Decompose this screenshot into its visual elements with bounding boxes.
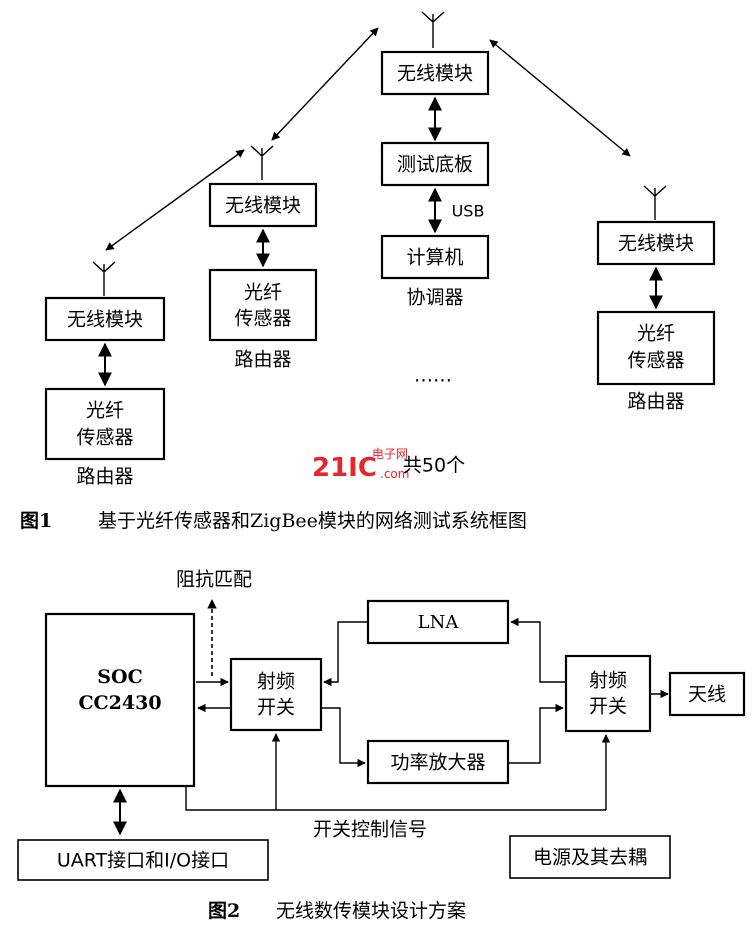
- lna-label: LNA: [418, 612, 460, 633]
- uart-io-label: UART接口和I/O接口: [57, 850, 229, 872]
- watermark-sub: 电子网: [372, 447, 408, 461]
- wireless-link-arrow: [271, 27, 379, 141]
- rx-path-to-switch: [323, 621, 368, 687]
- router-left-wireless-label: 无线模块: [67, 309, 143, 331]
- rf-switch-right-line1: 射频: [589, 670, 627, 692]
- tx-path-to-pa: [321, 707, 366, 768]
- antenna-icon: [250, 145, 274, 180]
- figure2-caption-text: 无线数传模块设计方案: [276, 900, 466, 922]
- power-amplifier-box: [366, 739, 510, 785]
- soc-line2: CC2430: [78, 692, 161, 714]
- antenna-label: 天线: [688, 684, 726, 706]
- rf-switch-right-line2: 开关: [589, 696, 627, 718]
- test-board-label: 测试底板: [397, 154, 473, 176]
- rf-switch-left-line2: 开关: [257, 697, 295, 719]
- wireless-link-arrow: [105, 149, 245, 251]
- router-left-wireless-module: [44, 296, 166, 342]
- soc-line1: SOC: [97, 666, 142, 688]
- wireless-link-arrow: [489, 39, 631, 157]
- rf-switch-right: [564, 654, 652, 733]
- rf-switch-left: [229, 657, 323, 732]
- impedance-matching-label: 阻抗匹配: [176, 569, 252, 591]
- rf-switch-left-line1: 射频: [257, 671, 295, 693]
- tx-path-to-switch: [508, 703, 564, 764]
- figure2-caption-label: 图2: [208, 900, 240, 922]
- router-mid-label: 路由器: [234, 349, 291, 371]
- watermark-logo: 21IC: [312, 453, 377, 483]
- computer-label: 计算机: [406, 247, 463, 269]
- router-right-sensor-line2: 传感器: [627, 350, 684, 372]
- antenna-icon: [92, 261, 116, 296]
- antenna-icon: [643, 185, 667, 220]
- router-left-sensor-box: [44, 387, 166, 461]
- usb-label: USB: [452, 202, 485, 221]
- switch-control-bus: [185, 786, 606, 811]
- figure1-caption-text: 基于光纤传感器和ZigBee模块的网络测试系统框图: [98, 510, 527, 532]
- coordinator-wireless-label: 无线模块: [397, 63, 473, 85]
- router-left-label: 路由器: [76, 466, 133, 488]
- figure1: 无线模块 测试底板 USB 计算机 协调器 无线模块 光纤 传感器 路由器 无线…: [20, 11, 716, 532]
- router-right-sensor-line1: 光纤: [637, 323, 675, 345]
- coordinator-wireless-module: [380, 50, 490, 96]
- figure2: 阻抗匹配 SOC CC2430 射频 开关 LNA 功率放大器 射频 开关 天线: [17, 569, 746, 922]
- router-mid-sensor-box: [208, 268, 318, 342]
- switch-control-label: 开关控制信号: [313, 819, 427, 841]
- router-mid-wireless-label: 无线模块: [225, 195, 301, 217]
- router-mid-sensor-line2: 传感器: [234, 308, 291, 330]
- router-mid-sensor-line1: 光纤: [244, 282, 282, 304]
- more-nodes-ellipsis: ……: [414, 365, 452, 387]
- uart-io-interface-box: [17, 839, 269, 881]
- router-left-sensor-line2: 传感器: [76, 427, 133, 449]
- computer-box: [380, 234, 490, 280]
- antenna-box: [668, 671, 746, 717]
- power-decoupling-box: [509, 835, 671, 879]
- power-decoupling-label: 电源及其去耦: [533, 847, 647, 869]
- lna-box: [366, 599, 510, 645]
- rx-path-to-lna: [510, 617, 566, 683]
- test-board-box: [380, 141, 490, 187]
- router-right-wireless-module: [596, 220, 716, 266]
- power-amplifier-label: 功率放大器: [390, 752, 485, 774]
- figure1-caption-label: 图1: [20, 510, 52, 532]
- router-left-sensor-line1: 光纤: [86, 400, 124, 422]
- router-right-sensor-box: [596, 310, 716, 386]
- router-right-label: 路由器: [627, 391, 684, 413]
- coordinator-label: 协调器: [406, 287, 463, 309]
- total-count: 共50个: [403, 455, 465, 477]
- router-right-wireless-label: 无线模块: [618, 233, 694, 255]
- antenna-icon: [421, 11, 445, 48]
- soc-cc2430-box: [44, 612, 196, 788]
- watermark-domain: .com: [380, 467, 409, 481]
